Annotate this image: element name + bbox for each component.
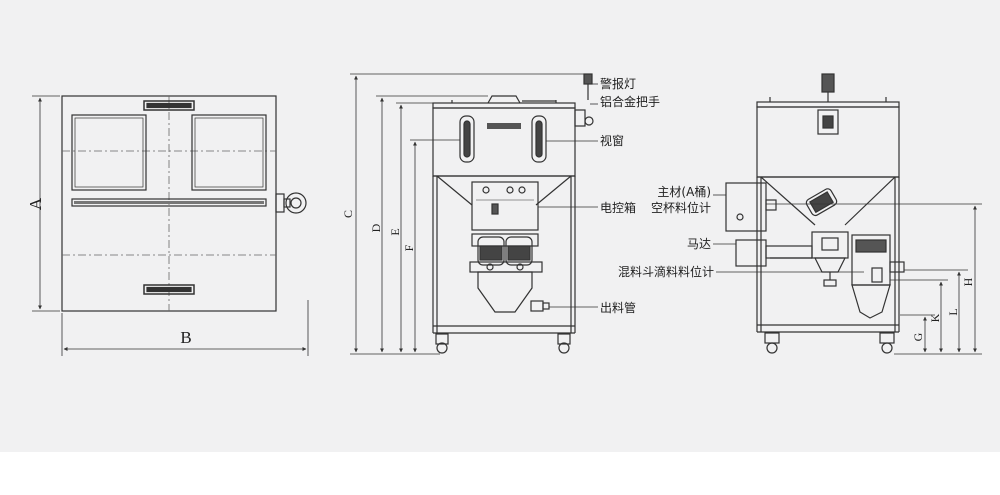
side-view: [725, 73, 905, 354]
front-view: [432, 73, 594, 354]
dim-label-d: D: [369, 223, 383, 232]
control-box: [471, 181, 539, 231]
discharge-pipe: [530, 300, 544, 312]
top-handle-bottom: [143, 284, 195, 295]
callout-alarm-light: 警报灯: [600, 76, 636, 91]
sight-window-right: [531, 115, 547, 163]
dim-label-k: K: [928, 313, 942, 322]
sight-window-left: [459, 115, 475, 163]
dim-label-a: A: [26, 197, 45, 210]
lid-panel-right: [191, 114, 267, 191]
callout-motor: 马达: [687, 237, 711, 251]
callout-sight-window: 视窗: [600, 133, 624, 148]
top-view: [61, 95, 307, 312]
callout-main-material-line2: 空杯料位计: [651, 200, 711, 215]
drawing-canvas: A B: [0, 0, 1000, 452]
dim-label-g: G: [911, 332, 925, 341]
main-material-level-sensor: [725, 182, 767, 232]
side-fitting: [275, 193, 285, 213]
lid-panel-left: [71, 114, 147, 191]
callout-control-box: 电控箱: [600, 200, 636, 215]
front-callout-leaders: [538, 83, 598, 308]
top-view-dimensions: [32, 95, 309, 356]
dim-label-f: F: [402, 244, 416, 251]
dim-label-c: C: [341, 210, 355, 218]
dim-label-b: B: [180, 328, 191, 347]
dim-label-h: H: [961, 277, 975, 286]
callout-discharge-pipe: 出料管: [600, 300, 636, 315]
front-upper-body: [432, 107, 576, 177]
hinge-bar: [71, 198, 267, 207]
callout-aluminum-handle: 铝合金把手: [600, 94, 660, 109]
callout-main-material-line1: 主材(A桶): [657, 184, 711, 199]
dim-label-l: L: [946, 308, 960, 315]
callout-mix-hopper-level: 混料斗滴料料位计: [618, 264, 714, 279]
technical-drawing: A B: [26, 73, 982, 356]
side-view-dimensions: [766, 203, 982, 355]
side-callout-leaders: [713, 194, 864, 273]
dim-label-e: E: [388, 228, 402, 235]
front-view-dimensions: [350, 73, 585, 355]
top-handle-top: [143, 100, 195, 111]
